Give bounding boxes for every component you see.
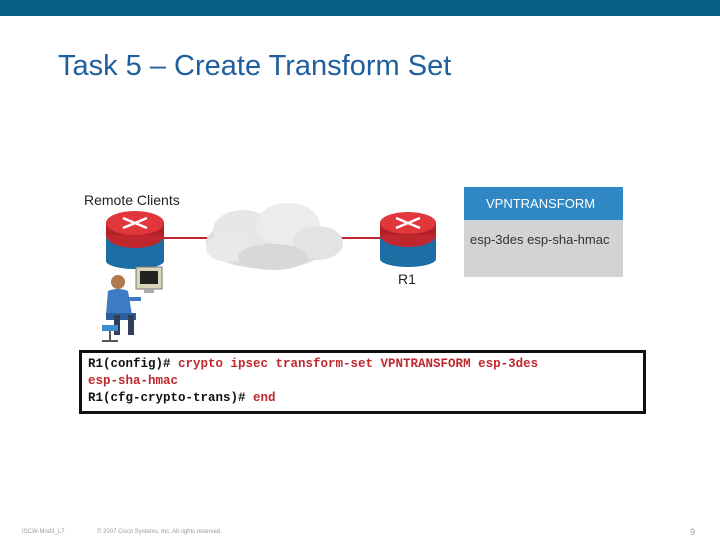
cli-console: R1(config)# crypto ipsec transform-set V… (79, 350, 646, 414)
footer-course-code: ISCW-Mod3_L7 (22, 529, 65, 535)
footer-copyright: © 2007 Cisco Systems, Inc. All rights re… (97, 529, 222, 535)
cloud-icon (206, 203, 343, 270)
router-r1-label: R1 (398, 271, 416, 287)
router-icon (106, 211, 164, 269)
slide-title: Task 5 – Create Transform Set (58, 50, 452, 82)
cli-line-2: esp-sha-hmac (88, 373, 643, 390)
network-diagram (102, 203, 436, 342)
top-banner (0, 0, 720, 16)
cli-line-1: R1(config)# crypto ipsec transform-set V… (88, 356, 643, 373)
page-number: 9 (690, 527, 696, 537)
transform-set-name: VPNTRANSFORM (464, 187, 623, 220)
cli-prompt: R1(config)# (88, 357, 171, 371)
cli-command: crypto ipsec transform-set VPNTRANSFORM … (170, 357, 539, 371)
user-workstation-icon (102, 266, 163, 342)
cli-command: esp-sha-hmac (88, 374, 179, 388)
router-icon (380, 212, 436, 267)
cli-prompt: R1(cfg-crypto-trans)# (88, 391, 246, 405)
remote-clients-label: Remote Clients (84, 192, 180, 208)
transform-set-values: esp-3des esp-sha-hmac (470, 232, 610, 247)
cli-command: end (245, 391, 276, 405)
transform-set-box: VPNTRANSFORM esp-3des esp-sha-hmac (464, 187, 623, 277)
cli-line-3: R1(cfg-crypto-trans)# end (88, 390, 643, 407)
